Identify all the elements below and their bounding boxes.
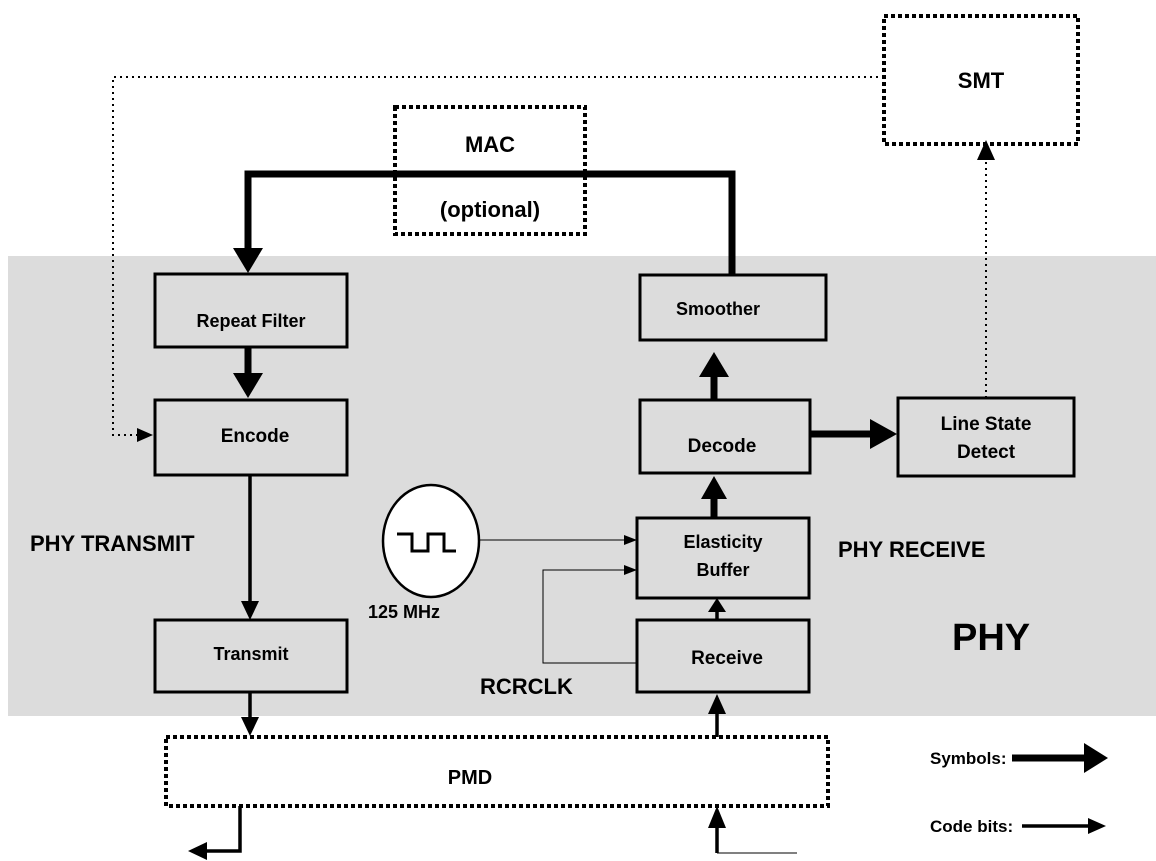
smt-to-encode-path — [112, 76, 884, 436]
rcrclk-feedback-path — [542, 569, 637, 664]
pmd-to-receive-arrowhead — [708, 694, 726, 714]
rcrclk-arrowhead — [624, 565, 637, 575]
decode-label: Decode — [688, 436, 757, 457]
oscillator-icon — [381, 483, 481, 599]
legend-codebits-arrowhead — [1088, 818, 1106, 834]
mac-optional-label: (optional) — [440, 197, 540, 222]
pmd-output-path — [205, 806, 242, 853]
receive-to-elasticity-arrowhead — [708, 598, 726, 612]
legend-codebits-label: Code bits: — [930, 817, 1013, 836]
smoother-label: Smoother — [676, 299, 760, 319]
elasticity-to-decode-arrowhead — [701, 476, 727, 499]
repeat-filter-block — [153, 272, 349, 349]
linestate-to-smt-arrowhead — [977, 140, 995, 160]
legend-symbols-label: Symbols: — [930, 749, 1007, 768]
pmd-label: PMD — [448, 767, 492, 789]
pmd-output-arrowhead — [188, 842, 207, 860]
encode-label: Encode — [221, 426, 290, 447]
clock-label: 125 MHz — [368, 602, 440, 622]
transmit-block — [153, 618, 349, 694]
smt-box — [882, 14, 1080, 146]
mac-label: MAC — [465, 132, 515, 157]
transmit-label: Transmit — [213, 644, 288, 664]
smt-label: SMT — [958, 68, 1005, 93]
repeat-filter-label: Repeat Filter — [196, 311, 305, 331]
transmit-to-pmd-arrowhead — [241, 717, 259, 736]
smoother-block — [638, 273, 828, 342]
repeat-to-encode-arrowhead — [233, 373, 263, 398]
legend-symbols-arrowhead — [1084, 743, 1108, 773]
phy-label: PHY — [952, 617, 1030, 659]
pmd-input-arrowhead — [708, 806, 726, 828]
pmd-box — [164, 735, 830, 808]
smt-to-encode-arrowhead — [137, 428, 153, 442]
line-state-label-1: Line State — [941, 414, 1032, 435]
elasticity-label-1: Elasticity — [683, 532, 762, 552]
receive-label: Receive — [691, 648, 763, 669]
line-state-label-2: Detect — [957, 442, 1016, 463]
phy-transmit-label: PHY TRANSMIT — [30, 531, 195, 556]
mac-symbol-path — [244, 170, 736, 275]
elasticity-buffer-block — [635, 516, 811, 600]
line-state-detect-block — [896, 396, 1076, 478]
clock-to-elasticity-arrowhead — [624, 535, 637, 545]
elasticity-label-2: Buffer — [697, 560, 750, 580]
encode-to-transmit-arrowhead — [241, 601, 259, 620]
encode-block — [153, 398, 349, 477]
square-wave-icon — [397, 532, 456, 553]
mac-to-repeat-arrowhead — [233, 248, 263, 273]
rcrclk-label: RCRCLK — [480, 674, 573, 699]
phy-receive-label: PHY RECEIVE — [838, 537, 986, 562]
receive-block — [635, 618, 811, 694]
decode-to-linestate-arrowhead — [870, 419, 897, 449]
decode-to-smoother-arrowhead — [699, 352, 729, 377]
